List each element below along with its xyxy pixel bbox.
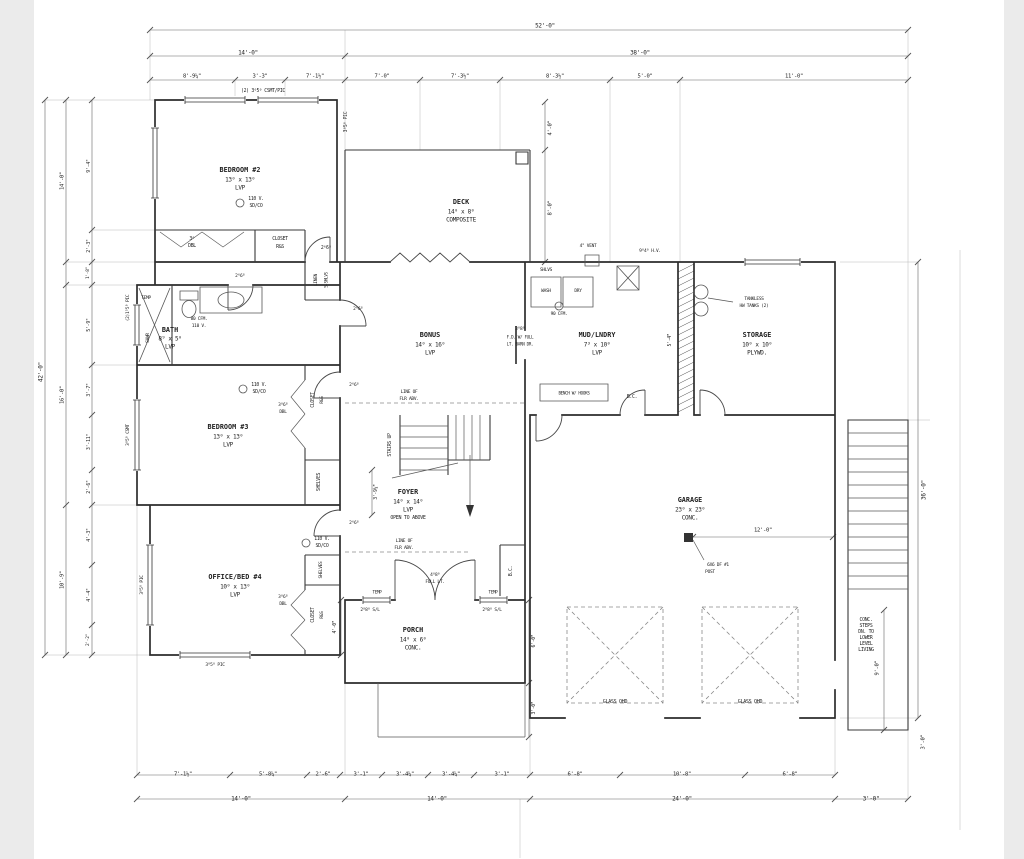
smoke-detectors — [235, 198, 564, 548]
dimension-ticks — [41, 26, 922, 803]
exterior-steps — [847, 419, 909, 731]
laundry-fixtures — [530, 254, 640, 402]
bifold-doors — [159, 231, 306, 651]
structural-post — [684, 533, 705, 561]
extension-lines — [45, 30, 961, 858]
windows — [133, 96, 801, 659]
dashed-floor-lines — [345, 402, 525, 553]
bath-fixtures — [138, 286, 263, 363]
partitions — [155, 229, 525, 655]
stairs — [391, 415, 491, 517]
tankless-heaters — [693, 284, 734, 317]
folding-door — [389, 252, 471, 263]
doors — [227, 236, 726, 601]
porch-slab — [377, 683, 526, 738]
furnace-chase-hatch — [677, 263, 695, 413]
garage-doors — [566, 606, 799, 704]
deck-outline — [344, 149, 531, 262]
walls — [136, 99, 836, 719]
dimension-lines — [44, 29, 919, 800]
